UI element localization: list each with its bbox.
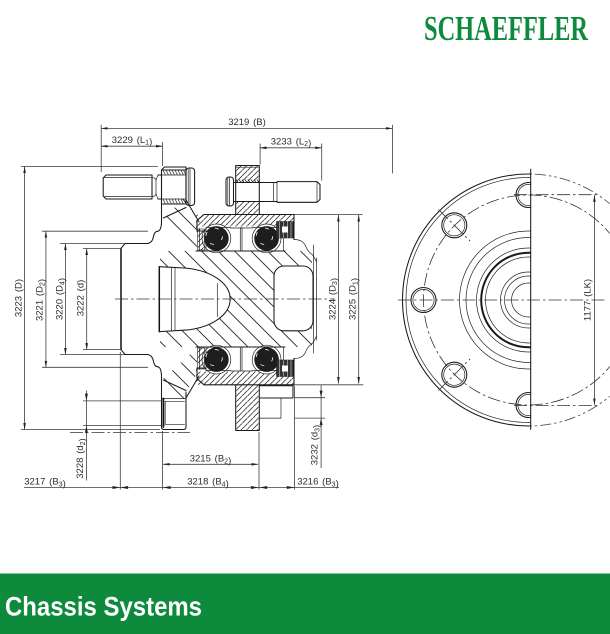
svg-text:3233 (L2): 3233 (L2) <box>271 136 311 149</box>
svg-text:3228 (d2): 3228 (d2) <box>75 438 88 478</box>
svg-text:3216 (B3): 3216 (B3) <box>297 477 339 490</box>
svg-text:3222 (d): 3222 (d) <box>76 280 87 317</box>
svg-text:3218 (B4): 3218 (B4) <box>187 477 229 490</box>
svg-text:SCHAEFFLER: SCHAEFFLER <box>424 9 589 48</box>
svg-text:3217 (B3): 3217 (B3) <box>24 477 66 490</box>
svg-text:3219 (B): 3219 (B) <box>228 117 266 128</box>
svg-text:3223 (D): 3223 (D) <box>14 279 25 317</box>
svg-text:3220 (D4): 3220 (D4) <box>55 278 68 320</box>
svg-text:3224 (D3): 3224 (D3) <box>327 278 340 320</box>
svg-text:3232 (d3): 3232 (d3) <box>310 425 323 465</box>
svg-text:3215 (B2): 3215 (B2) <box>190 454 232 467</box>
svg-text:3229 (L1): 3229 (L1) <box>112 135 152 148</box>
svg-text:Chassis Systems: Chassis Systems <box>5 592 202 622</box>
svg-text:3225 (D1): 3225 (D1) <box>348 278 361 320</box>
svg-text:3221 (D2): 3221 (D2) <box>35 279 48 321</box>
